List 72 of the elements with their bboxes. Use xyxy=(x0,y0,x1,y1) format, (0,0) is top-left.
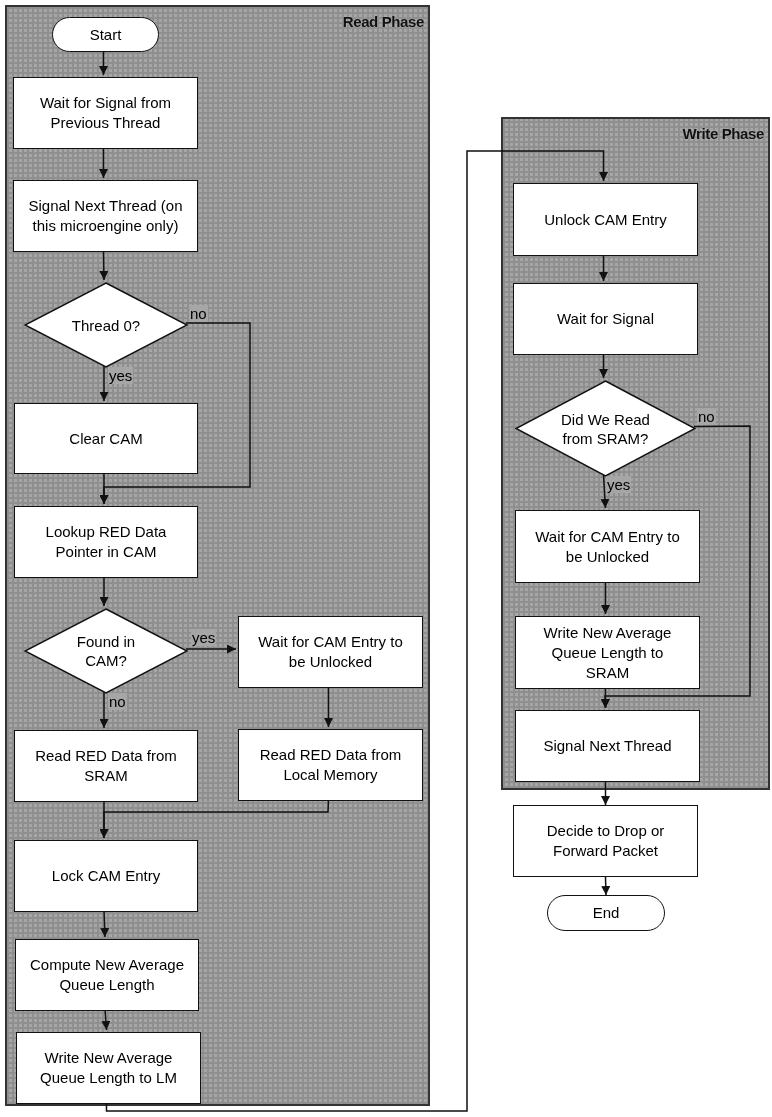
arrow xyxy=(99,471,109,505)
arrow xyxy=(599,352,608,379)
process-box xyxy=(14,403,198,474)
arrow xyxy=(601,779,610,806)
edge-label: yes xyxy=(606,476,632,493)
node-text: Wait for Signal from Previous Thread xyxy=(38,93,173,133)
node-text: End xyxy=(592,903,620,923)
node-text: Write Phase xyxy=(682,124,764,144)
arrow xyxy=(601,580,610,615)
process-box xyxy=(14,840,198,912)
arrow xyxy=(599,253,608,282)
node-text: Clear CAM xyxy=(69,428,143,449)
terminal-shape xyxy=(52,17,159,52)
node-text: Did We Read from SRAM? xyxy=(560,409,651,448)
process-box xyxy=(16,1032,201,1104)
node-text: Start xyxy=(89,24,122,45)
arrow xyxy=(99,798,330,839)
process-box xyxy=(513,805,698,877)
node-text: Wait for CAM Entry to be Unlocked xyxy=(257,632,404,672)
phase-panel xyxy=(5,5,430,1106)
arrow xyxy=(99,146,108,179)
process-box xyxy=(13,180,198,252)
arrow xyxy=(600,474,610,509)
arrow xyxy=(99,49,108,76)
node-text: Compute New Average Queue Length xyxy=(29,955,185,995)
arrow xyxy=(99,249,109,281)
process-box xyxy=(238,616,423,688)
arrow xyxy=(99,691,109,729)
process-box xyxy=(513,183,698,256)
decision-diamond xyxy=(24,282,188,368)
process-box xyxy=(515,616,700,689)
arrow xyxy=(99,575,109,607)
edge-label: no xyxy=(697,408,716,425)
node-text: Signal Next Thread xyxy=(543,736,672,756)
node-text: Unlock CAM Entry xyxy=(544,209,667,230)
node-text: Thread 0? xyxy=(70,315,142,335)
edge-label: yes xyxy=(108,367,134,384)
node-text: Wait for CAM Entry to be Unlocked xyxy=(534,526,681,567)
phase-panel xyxy=(501,117,770,790)
edge-label: no xyxy=(108,693,127,710)
node-text: Read RED Data from SRAM xyxy=(34,746,178,786)
node-text: Lookup RED Data Pointer in CAM xyxy=(44,522,168,562)
arrow xyxy=(100,909,110,938)
process-box xyxy=(15,939,199,1011)
process-box xyxy=(513,283,698,355)
process-box xyxy=(13,77,198,149)
decision-diamond xyxy=(515,380,696,477)
process-box xyxy=(14,730,198,802)
node-text: Wait for Signal xyxy=(557,309,654,329)
arrow xyxy=(101,1008,111,1031)
arrow xyxy=(99,365,109,402)
arrow xyxy=(105,150,608,1112)
process-box xyxy=(515,510,700,583)
node-text: Write New Average Queue Length to LM xyxy=(39,1048,178,1088)
node-text: Found in CAM? xyxy=(75,632,137,670)
process-box xyxy=(14,506,198,578)
node-text: Decide to Drop or Forward Packet xyxy=(545,821,666,861)
node-text: Write New Average Queue Length to SRAM xyxy=(542,622,673,683)
edge-label: no xyxy=(189,305,208,322)
arrow xyxy=(601,876,611,896)
process-box xyxy=(238,729,423,801)
arrow xyxy=(185,644,237,654)
node-text: Read RED Data from Local Memory xyxy=(258,745,403,785)
node-text: Read Phase xyxy=(342,12,424,32)
terminal-shape xyxy=(547,895,665,931)
node-text: Lock CAM Entry xyxy=(51,866,161,886)
node-text: Signal Next Thread (on this microengine only) xyxy=(27,196,184,236)
arrow xyxy=(601,686,610,709)
arrow xyxy=(324,685,333,728)
decision-diamond xyxy=(24,608,188,694)
edge-label: yes xyxy=(191,629,217,646)
process-box xyxy=(515,710,700,782)
